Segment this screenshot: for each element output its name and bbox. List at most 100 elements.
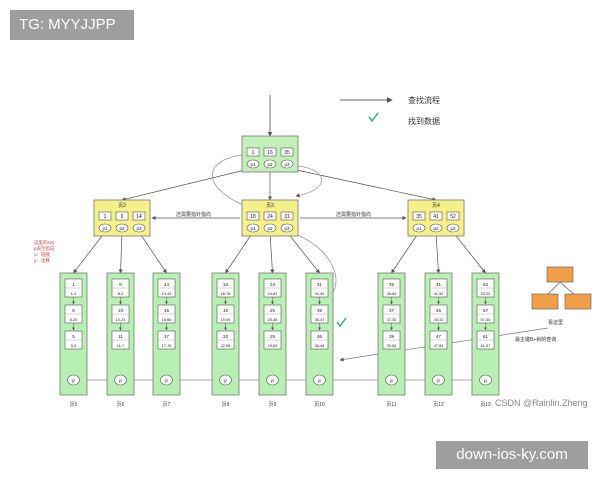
found-checkmark-icon	[336, 317, 347, 328]
side-note-1: 看这里	[548, 319, 563, 326]
inner-node-3-pointer-cell	[412, 223, 426, 233]
leaf-node-13-next-pointer	[479, 374, 492, 386]
leaf-node-8-next-pointer	[219, 374, 232, 386]
leaf-node-9-page-label: 页9	[269, 402, 277, 408]
inner-node-2-pointer: p1	[250, 226, 256, 231]
inner-node-1-pointer-cell	[98, 223, 112, 233]
inner-node-3-pointer: p1	[416, 226, 422, 231]
side-note-2: 最主键B+树的查询	[515, 336, 556, 343]
red-note-line: u：链接	[34, 251, 51, 258]
checkmark-icon	[368, 112, 379, 123]
inner-node-1-page-label: 页2	[118, 203, 126, 209]
leaf-node-5-page-label: 页5	[70, 402, 78, 408]
mini-tree-illustration	[531, 266, 592, 310]
inner-to-leaf-edge	[286, 231, 320, 274]
inner-node-1-key: 9	[121, 214, 124, 220]
mini-tree-left	[531, 293, 559, 310]
leaf-node-6-record-value: 10-23	[116, 318, 126, 322]
inner-node-3-key: 35	[416, 214, 422, 220]
leaf-node-5-record-key: 5	[72, 308, 75, 313]
leaf-node-9-record-key: 29	[270, 334, 276, 339]
inner-node-1-key: 1	[104, 214, 107, 220]
leaf-node-10-record-value: 36-48	[315, 344, 325, 348]
inner-node-2-key-cell	[280, 211, 294, 221]
red-note-line: p表示指向	[34, 245, 55, 252]
root-to-inner-edge	[286, 167, 437, 202]
legend-search-flow: 查找流程	[408, 95, 440, 105]
leaf-node-13-record-key: 61	[483, 334, 489, 339]
inner-node-1-key: 14	[136, 214, 142, 220]
leaf-node-8-record-value: 22-98	[221, 344, 231, 348]
leaf-node-13-record-key: 53	[483, 282, 489, 287]
leaf-node-10-next-pointer-label: p	[318, 378, 321, 383]
inner-node-3-pointer-cell	[429, 223, 443, 233]
root-node-key: 1	[252, 150, 255, 156]
leaf-node-11-record-key: 35	[389, 282, 395, 287]
leaf-node-8-record-key: 18	[223, 282, 229, 287]
inner-to-leaf-edge	[225, 231, 254, 274]
leaf-node-5-record-value: 5-20	[70, 318, 78, 322]
red-note-line: y：注释	[34, 257, 50, 264]
inner-node-3-key: 52	[450, 214, 456, 220]
leaf-node-12-record-value: 47-54	[434, 344, 444, 348]
inner-node-2-key: 24	[267, 214, 273, 220]
right-arrow-label: 还需要指针指向	[336, 211, 371, 218]
leaf-node-11-next-pointer-label: p	[390, 378, 393, 383]
leaf-node-8-record-key: 19	[223, 308, 229, 313]
inner-node-1-key-cell	[115, 211, 129, 221]
watermark-badge: down-ios-ky.com	[436, 441, 588, 469]
inner-node-3-key: 41	[433, 214, 439, 220]
inner-node-1-pointer: p2	[119, 226, 125, 231]
leaf-node-5-record-value: 1-1	[71, 292, 77, 296]
leaf-node-9-record-value: 25-48	[268, 318, 278, 322]
root-node-pointer: p3	[284, 162, 290, 167]
inner-node-1-pointer: p1	[102, 226, 108, 231]
inner-node-1-key-cell	[132, 211, 146, 221]
leaf-node-6-record-key: 10	[118, 308, 124, 313]
root-node-pointer-cell	[246, 159, 260, 169]
root-to-inner-edge	[121, 167, 254, 202]
leaf-node-7-record-value: 14-44	[162, 292, 172, 296]
inner-node-3-key-cell	[412, 211, 426, 221]
leaf-node-6-next-pointer-label: p	[119, 378, 122, 383]
leaf-node-6-record-value: 8-1	[118, 292, 124, 296]
inner-node-2-pointer-cell	[263, 223, 277, 233]
leaf-node-11-record-key: 37	[389, 308, 395, 313]
leaf-node-7-record-key: 17	[164, 334, 170, 339]
inner-node-2-pointer: p3	[284, 226, 290, 231]
root-node-pointer-cell	[263, 159, 277, 169]
leaf-node-11-record-value: 39-56	[387, 344, 397, 348]
leaf-node-8-page-label: 页8	[222, 402, 230, 408]
leaf-node-10-record-value: 35-47	[315, 318, 325, 322]
leaf-node-8-record-value: 18-78	[221, 292, 231, 296]
leaf-node-6-record-value: 11-7	[117, 344, 124, 348]
search-flow-curve-3	[295, 165, 323, 198]
inner-to-leaf-edge	[391, 231, 420, 274]
inner-node-2-page-label: 页3	[266, 203, 274, 209]
leaf-node-9-next-pointer	[266, 374, 279, 386]
root-node-key-cell	[263, 147, 277, 157]
leaf-node-11-page-label: 页11	[386, 402, 396, 408]
leaf-node-12-record-key: 45	[436, 308, 442, 313]
leaf-node-12-record-value: 41-52	[434, 292, 444, 296]
leaf-node-10-record-key: 31	[317, 282, 323, 287]
leaf-node-5-record-key: 5	[72, 334, 75, 339]
inner-to-leaf-edge	[435, 231, 441, 274]
leaf-node-11-record-value: 37-30	[387, 318, 397, 322]
mini-tree-root	[546, 266, 574, 283]
inner-node-3-key-cell	[429, 211, 443, 221]
inner-node-3-pointer: p3	[450, 226, 456, 231]
inner-node-1-pointer-cell	[115, 223, 129, 233]
left-arrow-label: 还需要指针指向	[176, 211, 211, 218]
leaf-node-10-record-key: 36	[317, 334, 323, 339]
leaf-node-9-record-key: 25	[270, 308, 276, 313]
leaf-node-6-record-key: 11	[118, 334, 123, 339]
leaf-node-7-record-value: 16-66	[162, 318, 172, 322]
leaf-node-12-next-pointer	[432, 374, 445, 386]
